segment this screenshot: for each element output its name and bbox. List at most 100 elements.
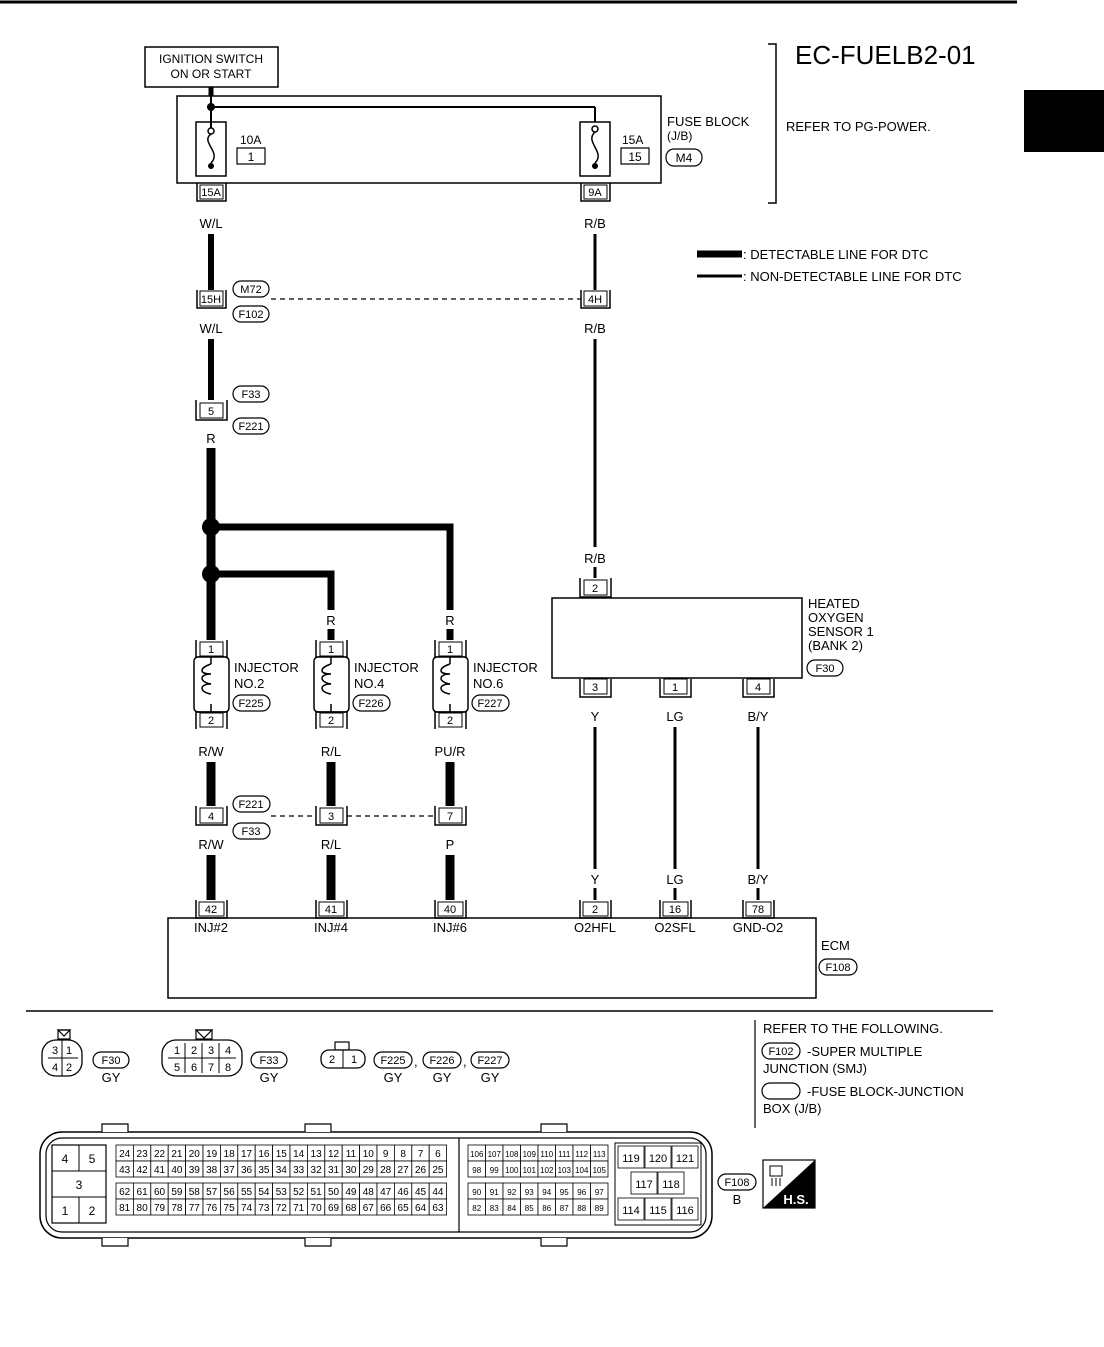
ecm-name-inj6: INJ#6 — [433, 920, 467, 935]
ecm-pin-label: 57 — [206, 1187, 218, 1198]
conn-ho2s-pin3: 3 — [579, 678, 612, 698]
ecm-pin-label: 37 — [224, 1165, 236, 1176]
ecm-pin-label: 63 — [432, 1203, 444, 1214]
svg-text:F225: F225 — [238, 698, 263, 710]
conn-4h: 4H — [580, 290, 611, 309]
ecm-pin-label: 27 — [398, 1165, 410, 1176]
svg-text:1: 1 — [351, 1054, 357, 1066]
ecm-pin-label: 98 — [472, 1166, 481, 1175]
ecm-pin-label: 50 — [328, 1187, 340, 1198]
hs-connector-icon: H.S. — [762, 1159, 816, 1209]
ecm-pin-label: 93 — [525, 1188, 534, 1197]
ecm-pin-42: 42 — [195, 900, 228, 919]
ecm-pin-label: 36 — [241, 1165, 253, 1176]
svg-text:GY: GY — [433, 1070, 452, 1085]
svg-text:2: 2 — [89, 1204, 96, 1218]
ecm-pin-cell — [644, 1145, 672, 1169]
svg-text:2: 2 — [592, 904, 598, 916]
fuse-block-jb: (J/B) — [667, 129, 692, 143]
svg-text:NO.4: NO.4 — [354, 676, 384, 691]
svg-text:2: 2 — [66, 1062, 72, 1074]
svg-text:F226: F226 — [429, 1055, 454, 1067]
svg-text:1: 1 — [672, 682, 678, 694]
ecm-pin-label: 84 — [507, 1204, 516, 1213]
wire-by-2: B/Y — [748, 872, 769, 887]
ecm-pin-label: 30 — [345, 1165, 357, 1176]
ecm-name-o2sfl: O2SFL — [654, 920, 695, 935]
ecm-pin-label: 28 — [380, 1165, 392, 1176]
svg-text:F33: F33 — [260, 1055, 279, 1067]
ecm-pin-label: 24 — [119, 1149, 131, 1160]
ecm-pin-label: 115 — [649, 1205, 667, 1217]
svg-text:F226: F226 — [358, 698, 383, 710]
ecm-pin-label: 81 — [119, 1203, 131, 1214]
ecm-pin-label: 117 — [635, 1179, 653, 1191]
svg-text:7: 7 — [447, 811, 453, 823]
svg-text:F30: F30 — [102, 1055, 121, 1067]
svg-text:5: 5 — [174, 1062, 180, 1074]
injector-no6: 1 2 INJECTOR NO.6 F227 — [432, 640, 538, 729]
ecm-pin-label: 25 — [432, 1165, 444, 1176]
terminal-9a: 9A — [580, 183, 611, 202]
svg-text:1: 1 — [174, 1045, 180, 1057]
sensor-line1: HEATED — [808, 596, 860, 611]
wire-lg-2: LG — [666, 872, 683, 887]
ecm-pin-label: 8 — [400, 1149, 406, 1160]
ecm-pin-label: 10 — [363, 1149, 375, 1160]
ecm-pin-label: 12 — [328, 1149, 340, 1160]
ecm-pin-label: 46 — [398, 1187, 410, 1198]
wire-y-1: Y — [591, 709, 600, 724]
ecm-pin-label: 95 — [560, 1188, 569, 1197]
ecm-pin-label: 62 — [119, 1187, 131, 1198]
wire-r-inj4: R — [326, 613, 335, 628]
conn-f33-tag-2: F33 — [242, 826, 261, 838]
svg-text:2: 2 — [329, 1054, 335, 1066]
conn-f30-tag: F30 — [816, 663, 835, 675]
conn-f221-pin3: 3 — [315, 806, 348, 826]
svg-text:INJECTOR: INJECTOR — [354, 660, 419, 675]
ecm-pin-label: 121 — [676, 1153, 694, 1165]
ecm-pin-cell — [428, 1160, 448, 1178]
svg-text:3: 3 — [328, 811, 334, 823]
ecm-pin-label: 87 — [560, 1204, 569, 1213]
ecm-pin-label: 55 — [241, 1187, 253, 1198]
ecm-pin-label: 52 — [293, 1187, 305, 1198]
ecm-name-inj2: INJ#2 — [194, 920, 228, 935]
svg-text:NO.6: NO.6 — [473, 676, 503, 691]
bracket — [768, 43, 777, 204]
ecm-pin-cell — [671, 1197, 699, 1221]
conn-f221-pin7: 7 — [434, 806, 467, 826]
ecm-pin-label: 16 — [258, 1149, 270, 1160]
ecm-pin-label: 88 — [577, 1204, 586, 1213]
svg-text:F225: F225 — [380, 1055, 405, 1067]
wire-p: P — [446, 837, 455, 852]
fuse-block-label: FUSE BLOCK — [667, 114, 750, 129]
ecm-pin-label: 11 — [346, 1149, 357, 1160]
wire-r-inj2: R — [206, 613, 215, 628]
ecm-pin-label: 32 — [311, 1165, 323, 1176]
ecm-pin-label: 76 — [206, 1203, 218, 1214]
svg-text:INJECTOR: INJECTOR — [473, 660, 538, 675]
svg-text:5: 5 — [208, 406, 214, 418]
svg-text:,: , — [463, 1054, 467, 1069]
ecm-pin-label: 26 — [415, 1165, 427, 1176]
ecm-pin-label: 73 — [258, 1203, 270, 1214]
svg-text:78: 78 — [752, 904, 764, 916]
ecm-pin-label: 74 — [241, 1203, 253, 1214]
ecm-pin-label: 35 — [258, 1165, 270, 1176]
fuse-left-amp: 10A — [240, 133, 261, 147]
terminal-15a: 15A — [196, 183, 227, 202]
ecm-pin-cell — [630, 1171, 658, 1195]
wire-by-1: B/Y — [748, 709, 769, 724]
ecm-pin-label: 96 — [577, 1188, 586, 1197]
ecm-pin-label: 54 — [258, 1187, 270, 1198]
page-title: EC-FUELB2-01 — [795, 40, 976, 70]
svg-text:F227: F227 — [477, 698, 502, 710]
svg-text:42: 42 — [205, 904, 217, 916]
ecm-pin-label: 108 — [505, 1150, 519, 1159]
ecm-pin-label: 33 — [293, 1165, 305, 1176]
svg-text:4: 4 — [225, 1045, 231, 1057]
conn-view-f33: 1 2 3 4 5 6 7 8 F33 GY — [161, 1029, 288, 1085]
conn-view-f30: 3 1 4 2 F30 GY — [41, 1029, 130, 1085]
